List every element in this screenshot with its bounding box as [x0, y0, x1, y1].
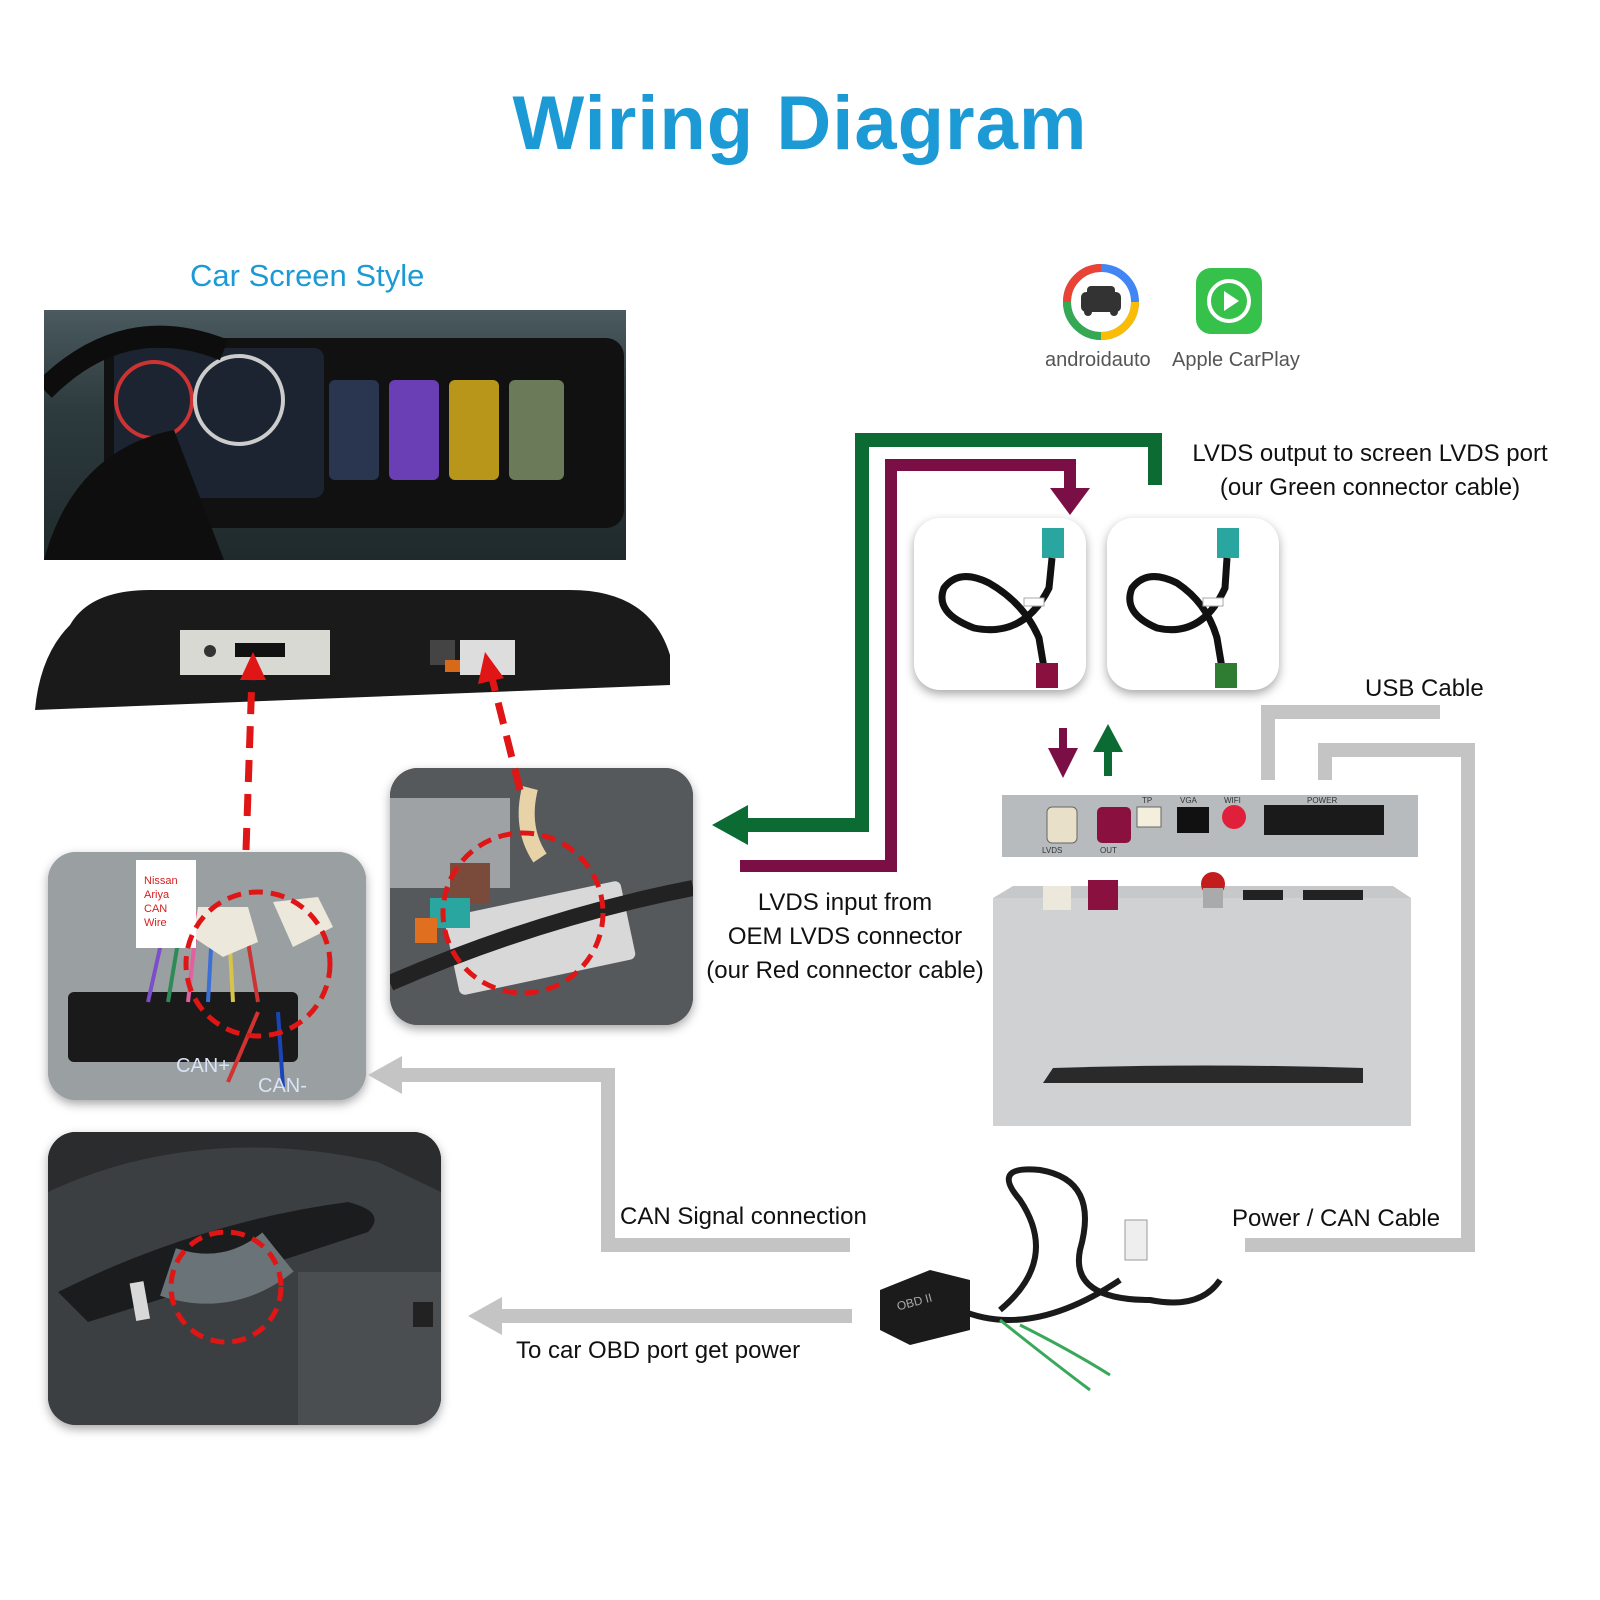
usb-cable-line: [1261, 705, 1440, 780]
carplay-icon: [1196, 268, 1262, 334]
red-arrow-down: [1050, 488, 1090, 515]
port-label: OUT: [1100, 846, 1117, 855]
android-auto-logo: androidauto: [1045, 262, 1165, 372]
power-can-cable-line: [1245, 743, 1475, 1252]
green-lvds-output-line: [735, 433, 1162, 832]
android-auto-icon: [1063, 264, 1139, 340]
obd-port-location-photo: [48, 1132, 441, 1425]
green-arrow-left: [712, 805, 748, 845]
obd-power-label: To car OBD port get power: [516, 1337, 801, 1364]
green-lvds-cable-photo: [1107, 518, 1279, 690]
obd-power-arrow: [468, 1297, 502, 1335]
port-label: LVDS: [1042, 846, 1062, 855]
green-small-arrow-up: [1093, 724, 1123, 752]
android-auto-label: androidauto: [1045, 349, 1151, 371]
port-label: POWER: [1307, 796, 1337, 805]
apple-carplay-logo: Apple CarPlay: [1172, 262, 1302, 372]
red-lvds-cable-photo: [914, 518, 1086, 690]
lvds-input-line2: OEM LVDS connector: [727, 923, 963, 950]
obd-power-cable-photo: OBD II: [870, 1160, 1235, 1400]
can-signal-arrow: [368, 1056, 402, 1094]
can-tag-line: Nissan: [144, 875, 178, 887]
port-label: VGA: [1180, 796, 1198, 805]
can-signal-label: CAN Signal connection: [620, 1203, 867, 1230]
dashed-arrow-lvds: [488, 677, 524, 791]
car-screen-style-heading: Car Screen Style: [190, 258, 425, 293]
can-tag-line: CAN: [144, 903, 167, 915]
lvds-input-line3: (our Red connector cable): [706, 957, 984, 984]
apple-carplay-label: Apple CarPlay: [1172, 349, 1300, 371]
oem-lvds-illustration: [390, 768, 693, 1025]
port-label: TP: [1142, 796, 1152, 805]
red-small-arrow-down: [1048, 748, 1078, 778]
oem-lvds-connector-photo: [390, 768, 693, 1025]
interface-box-port-panel: LVDS OUT TP VGA WIFI POWER: [1002, 795, 1418, 857]
can-tag-line: Ariya: [144, 889, 170, 901]
usb-cable-label: USB Cable: [1365, 675, 1484, 702]
dashboard-screen-illustration: [36, 325, 624, 560]
port-label: WIFI: [1224, 796, 1241, 805]
obd-cable-illustration: OBD II: [880, 1166, 1223, 1392]
obd-location-illustration: [48, 1132, 441, 1425]
dashboard-photo: [36, 310, 626, 560]
lvds-output-label: LVDS output to screen LVDS port (our Gre…: [1170, 437, 1570, 505]
lvds-input-label: LVDS input from OEM LVDS connector (our …: [690, 886, 1000, 988]
can-harness-illustration: Nissan Ariya CAN Wire CAN+ CAN-: [48, 852, 366, 1100]
port-panel-illustration: LVDS OUT TP VGA WIFI POWER: [1002, 795, 1418, 857]
can-plus-label: CAN+: [176, 1055, 230, 1077]
dashed-arrow-can: [242, 674, 256, 851]
lvds-input-line1: LVDS input from: [757, 889, 933, 916]
lvds-output-line1: LVDS output to screen LVDS port: [1192, 440, 1548, 467]
can-minus-label: CAN-: [258, 1075, 307, 1097]
power-can-cable-label: Power / CAN Cable: [1232, 1205, 1441, 1232]
can-tag-line: Wire: [144, 917, 167, 929]
red-lvds-input-line: [740, 459, 1076, 872]
interface-box-illustration: [993, 872, 1411, 1126]
can-signal-line: [400, 1068, 850, 1252]
page-title: Wiring Diagram: [512, 81, 1088, 166]
lvds-output-line2: (our Green connector cable): [1219, 474, 1521, 501]
red-cable-illustration: [938, 528, 1064, 688]
interface-box-photo: [993, 868, 1411, 1128]
green-cable-illustration: [1126, 528, 1239, 688]
can-wire-photo: Nissan Ariya CAN Wire CAN+ CAN-: [48, 852, 366, 1100]
